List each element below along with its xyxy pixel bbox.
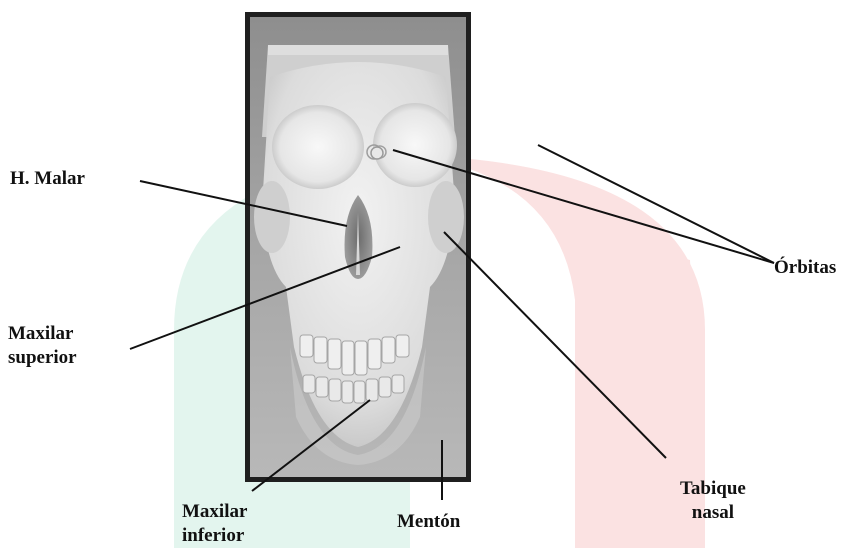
label-h-malar: H. Malar bbox=[10, 167, 85, 191]
label-tabique-nasal-line1: Tabique bbox=[680, 477, 746, 501]
label-maxilar-inferior-line2: inferior bbox=[182, 524, 247, 548]
label-orbitas-text: Órbitas bbox=[774, 256, 836, 280]
skull-image bbox=[250, 17, 466, 477]
label-maxilar-superior-line2: superior bbox=[8, 346, 77, 370]
label-menton: Mentón bbox=[397, 510, 460, 534]
skull-photo bbox=[245, 12, 471, 482]
label-tabique-nasal: Tabique nasal bbox=[680, 477, 746, 525]
label-orbitas: Órbitas bbox=[774, 256, 836, 280]
label-maxilar-superior: Maxilar superior bbox=[8, 322, 77, 370]
label-maxilar-superior-line1: Maxilar bbox=[8, 322, 77, 346]
label-maxilar-inferior-line1: Maxilar bbox=[182, 500, 247, 524]
label-tabique-nasal-line2: nasal bbox=[680, 501, 746, 525]
label-h-malar-text: H. Malar bbox=[10, 167, 85, 191]
label-maxilar-inferior: Maxilar inferior bbox=[182, 500, 247, 548]
label-menton-text: Mentón bbox=[397, 510, 460, 534]
